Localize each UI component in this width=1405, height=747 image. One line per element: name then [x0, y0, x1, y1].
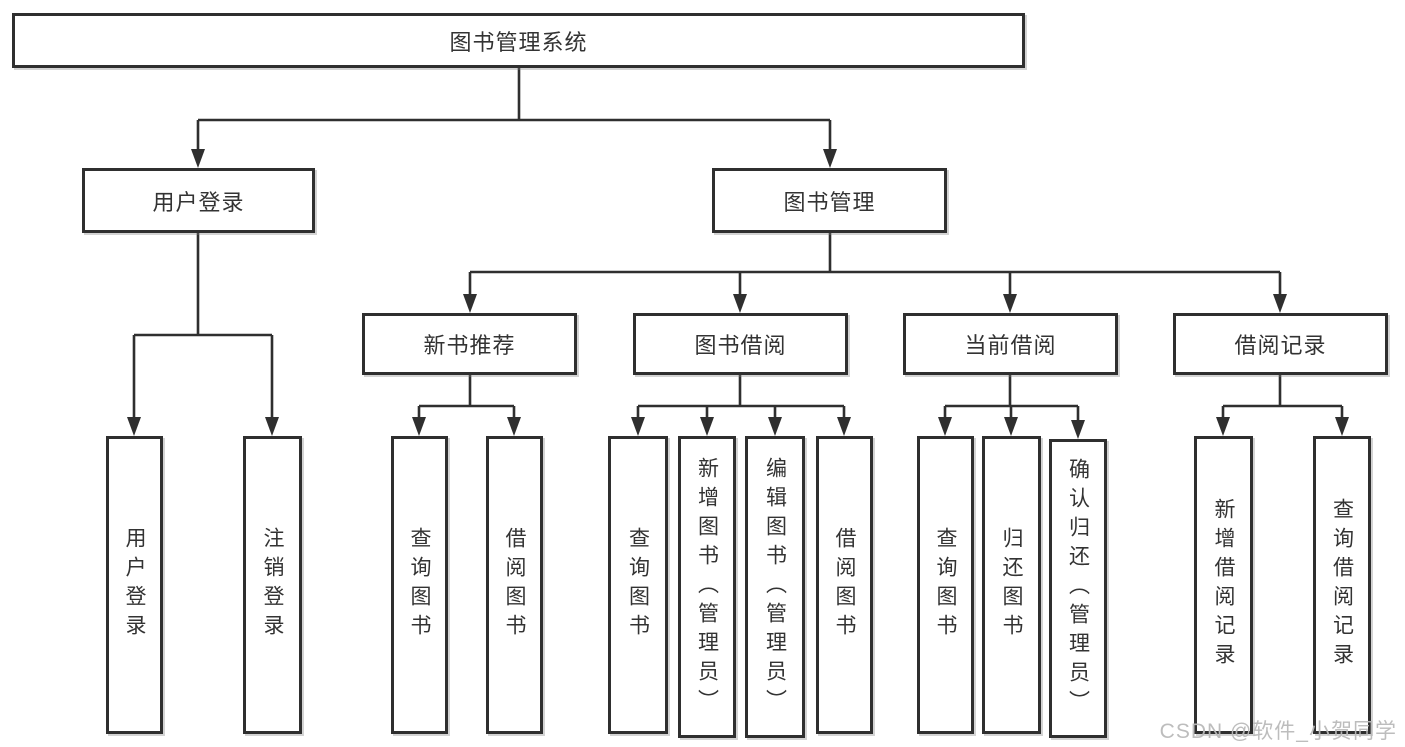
- leaf-label: 查询图书: [934, 527, 957, 643]
- leaf-current-query-books: 查询图书: [917, 436, 974, 734]
- arrowhead: [265, 417, 279, 436]
- arrowhead: [938, 417, 952, 436]
- arrowhead: [733, 294, 747, 313]
- leaf-newbook-query-books: 查询图书: [391, 436, 448, 734]
- arrowhead: [823, 149, 837, 168]
- arrowhead: [1216, 417, 1230, 436]
- leaf-records-add-record: 新增借阅记录: [1194, 436, 1253, 734]
- leaf-label: 借阅图书: [503, 527, 526, 643]
- leaf-borrow-add-books-admin: 新增图书（管理员）: [678, 436, 736, 738]
- leaf-borrow-query-books: 查询图书: [608, 436, 668, 734]
- leaf-label: 查询借阅记录: [1330, 498, 1354, 672]
- leaf-current-return-books: 归还图书: [982, 436, 1041, 734]
- leaf-logout: 注销登录: [243, 436, 302, 734]
- node-root: 图书管理系统: [12, 13, 1025, 68]
- leaf-current-confirm-return-admin: 确认归还（管理员）: [1049, 439, 1107, 738]
- arrowhead: [127, 417, 141, 436]
- csdn-watermark: CSDN @软件_小贺同学: [1159, 720, 1397, 743]
- leaf-label: 注销登录: [261, 527, 284, 643]
- leaf-borrow-borrow-books: 借阅图书: [816, 436, 873, 734]
- node-book-borrow: 图书借阅: [633, 313, 848, 375]
- arrowhead: [1004, 417, 1018, 436]
- leaf-label: 用户登录: [123, 527, 146, 643]
- leaf-borrow-edit-books-admin: 编辑图书（管理员）: [745, 436, 805, 738]
- node-book-management: 图书管理: [712, 168, 947, 233]
- leaf-user-login: 用户登录: [106, 436, 163, 734]
- arrowhead: [1273, 294, 1287, 313]
- arrowhead: [463, 294, 477, 313]
- leaf-label: 查询图书: [626, 527, 650, 643]
- arrowheads: [127, 149, 1349, 439]
- node-user-login: 用户登录: [82, 168, 315, 233]
- arrowhead: [631, 417, 645, 436]
- connector-lines: [132, 68, 1344, 421]
- leaf-label: 归还图书: [1000, 527, 1023, 643]
- leaf-records-query-record: 查询借阅记录: [1313, 436, 1371, 734]
- node-new-book-recommend: 新书推荐: [362, 313, 577, 375]
- arrowhead: [1003, 294, 1017, 313]
- leaf-label: 查询图书: [408, 527, 431, 643]
- arrowhead: [191, 149, 205, 168]
- arrowhead: [1335, 417, 1349, 436]
- arrowhead: [412, 417, 426, 436]
- leaf-label: 新增图书（管理员）: [695, 456, 719, 718]
- arrowhead: [1071, 420, 1085, 439]
- arrowhead: [768, 417, 782, 436]
- arrowhead: [507, 417, 521, 436]
- arrowhead: [837, 417, 851, 436]
- leaf-label: 编辑图书（管理员）: [763, 456, 787, 718]
- leaf-label: 确认归还（管理员）: [1066, 458, 1090, 719]
- node-borrow-records: 借阅记录: [1173, 313, 1388, 375]
- leaf-label: 借阅图书: [833, 527, 856, 643]
- node-current-borrow: 当前借阅: [903, 313, 1118, 375]
- leaf-label: 新增借阅记录: [1212, 498, 1235, 672]
- arrowhead: [700, 417, 714, 436]
- leaf-newbook-borrow-books: 借阅图书: [486, 436, 543, 734]
